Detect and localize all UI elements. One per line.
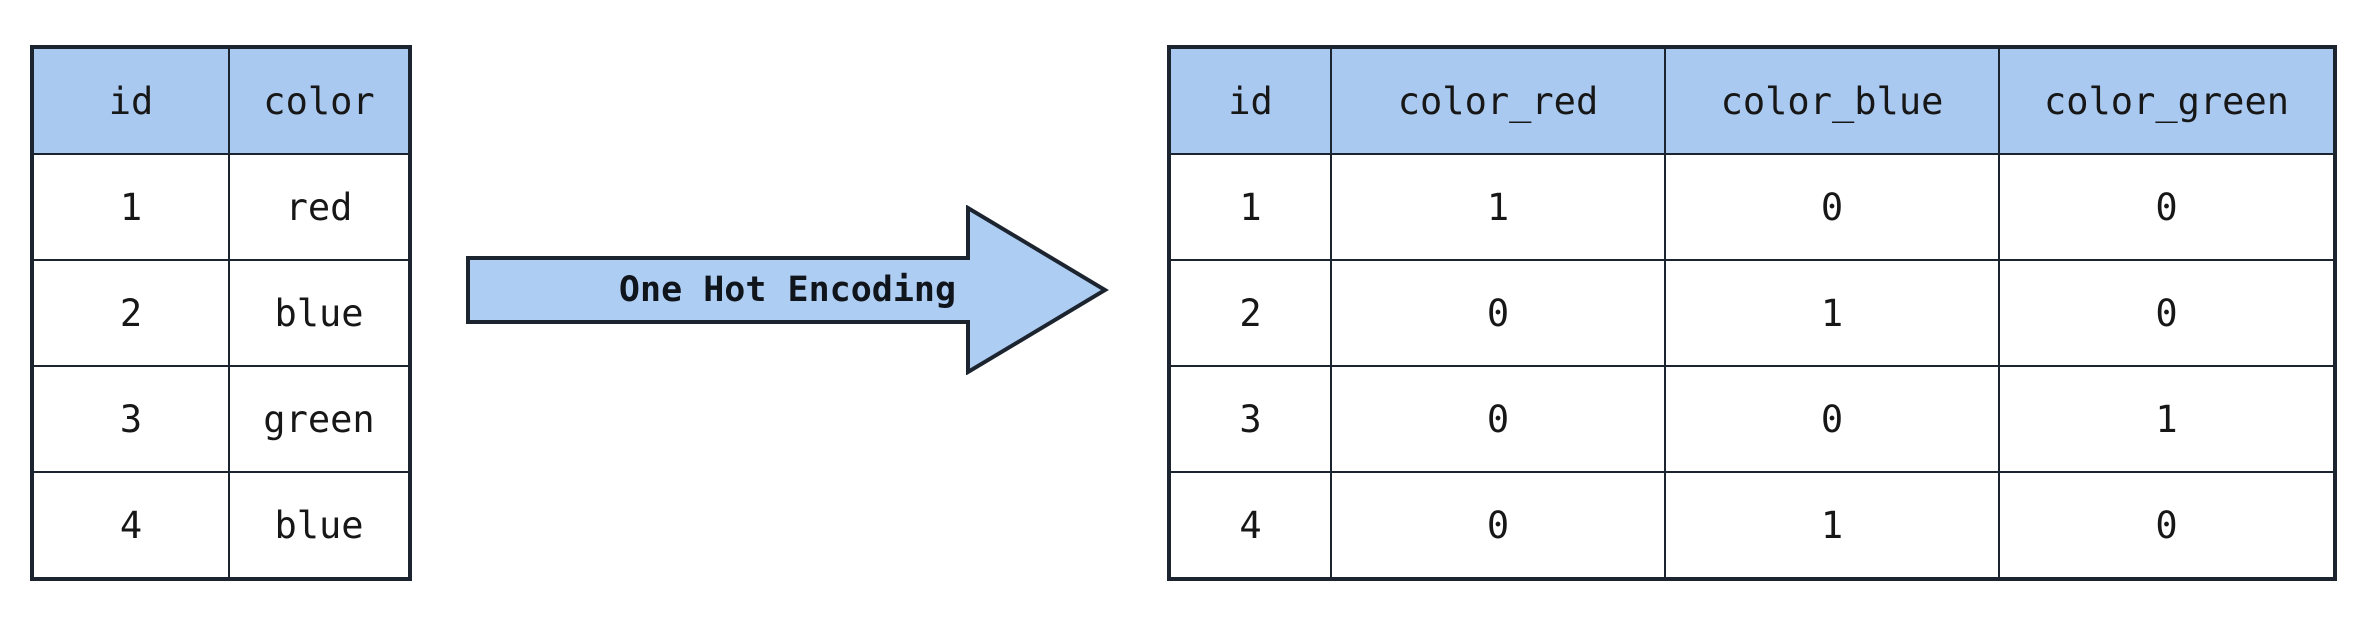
table-cell: 0 <box>1999 154 2334 260</box>
table-cell: 0 <box>1331 472 1665 578</box>
table-cell: 0 <box>1665 154 1999 260</box>
column-header-id: id <box>1170 48 1331 154</box>
table-cell: 1 <box>33 154 229 260</box>
column-header-color-blue: color_blue <box>1665 48 1999 154</box>
table-cell: 3 <box>33 366 229 472</box>
table-cell: red <box>229 154 409 260</box>
table-cell: 0 <box>1331 366 1665 472</box>
table-cell: 2 <box>1170 260 1331 366</box>
table-cell: 3 <box>1170 366 1331 472</box>
table-cell: 0 <box>1665 366 1999 472</box>
table-cell: blue <box>229 472 409 578</box>
column-header-color-green: color_green <box>1999 48 2334 154</box>
arrow-right-icon <box>466 205 1109 375</box>
table-cell: 0 <box>1331 260 1665 366</box>
table-cell: 4 <box>33 472 229 578</box>
table-cell: 2 <box>33 260 229 366</box>
table-cell: 0 <box>1999 260 2334 366</box>
table-cell: 1 <box>1170 154 1331 260</box>
arrow-label: One Hot Encoding <box>618 270 957 310</box>
table-cell: 1 <box>1665 260 1999 366</box>
table-cell: 4 <box>1170 472 1331 578</box>
table-cell: 1 <box>1331 154 1665 260</box>
column-header-color: color <box>229 48 409 154</box>
column-header-color-red: color_red <box>1331 48 1665 154</box>
encoded-table: id color_red color_blue color_green 1 1 … <box>1167 45 2337 581</box>
table-cell: blue <box>229 260 409 366</box>
table-cell: 1 <box>1665 472 1999 578</box>
column-header-id: id <box>33 48 229 154</box>
table-cell: green <box>229 366 409 472</box>
table-cell: 0 <box>1999 472 2334 578</box>
original-table: id color 1 red 2 blue 3 green 4 blue <box>30 45 412 581</box>
table-cell: 1 <box>1999 366 2334 472</box>
